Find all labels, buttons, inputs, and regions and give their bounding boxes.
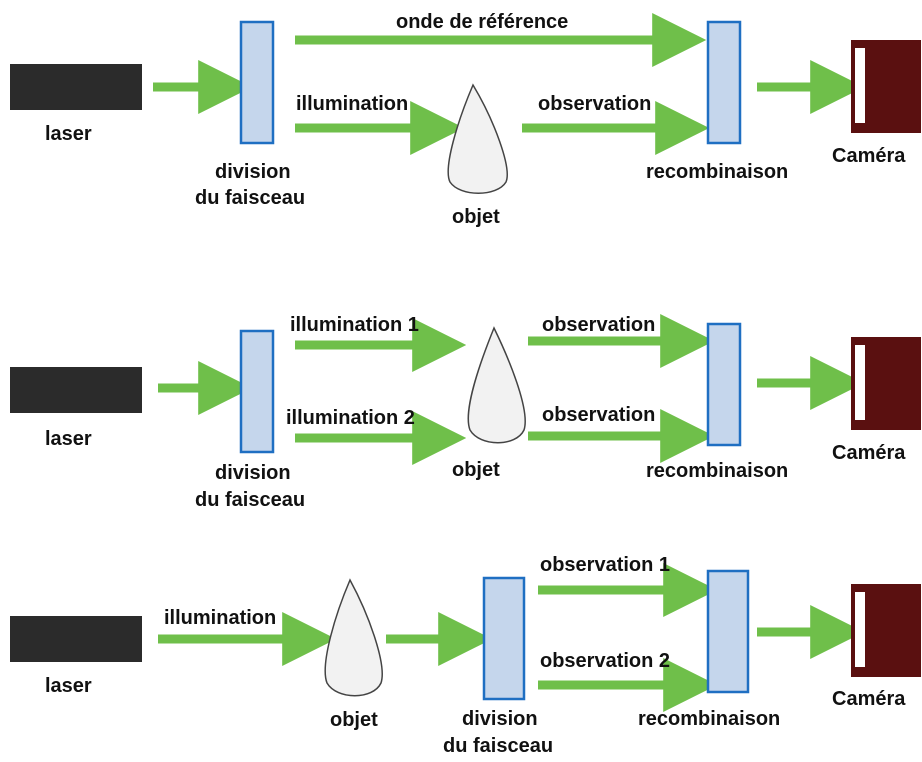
panel-dual-observation: laser illumination objet division du fai… [10, 554, 921, 757]
object-drop-icon [324, 578, 383, 697]
beam-splitter-icon [706, 20, 742, 145]
objet-label: objet [452, 459, 500, 481]
camera-label: Caméra [832, 688, 906, 710]
object-drop-icon [447, 83, 508, 194]
laser-label: laser [45, 123, 92, 145]
beam-splitter-icon [239, 20, 275, 145]
object-drop-icon [467, 326, 526, 444]
division-label: division [462, 708, 538, 730]
recombinaison-label: recombinaison [646, 161, 788, 183]
beam-splitter-icon [706, 322, 742, 447]
faisceau-label: du faisceau [195, 489, 305, 511]
camera-label: Caméra [832, 442, 906, 464]
illumination-label: illumination [296, 93, 408, 115]
panel-reference-wave: laser division du faisceau onde de référ… [10, 11, 921, 228]
laser-source-icon [10, 616, 142, 662]
objet-label: objet [452, 206, 500, 228]
onde-reference-label: onde de référence [396, 11, 568, 33]
laser-source-icon [10, 64, 142, 110]
beam-splitter-icon [706, 569, 750, 694]
laser-label: laser [45, 428, 92, 450]
observation-label: observation [542, 404, 655, 426]
camera-window [855, 345, 865, 420]
panel-dual-illumination: laser division du faisceau illumination … [10, 314, 921, 511]
observation-label: observation [542, 314, 655, 336]
illumination-label: illumination [164, 607, 276, 629]
laser-source-icon [10, 367, 142, 413]
camera-label: Caméra [832, 145, 906, 167]
division-label: division [215, 462, 291, 484]
beam-splitter-icon [482, 576, 526, 701]
division-label: division [215, 161, 291, 183]
illumination-1-label: illumination 1 [290, 314, 419, 336]
camera-window [855, 48, 865, 123]
observation-label: observation [538, 93, 651, 115]
laser-label: laser [45, 675, 92, 697]
observation-1-label: observation 1 [540, 554, 670, 576]
faisceau-label: du faisceau [195, 187, 305, 209]
faisceau-label: du faisceau [443, 735, 553, 757]
recombinaison-label: recombinaison [638, 708, 780, 730]
objet-label: objet [330, 709, 378, 731]
observation-2-label: observation 2 [540, 650, 670, 672]
beam-splitter-icon [239, 329, 275, 454]
recombinaison-label: recombinaison [646, 460, 788, 482]
camera-window [855, 592, 865, 667]
illumination-2-label: illumination 2 [286, 407, 415, 429]
